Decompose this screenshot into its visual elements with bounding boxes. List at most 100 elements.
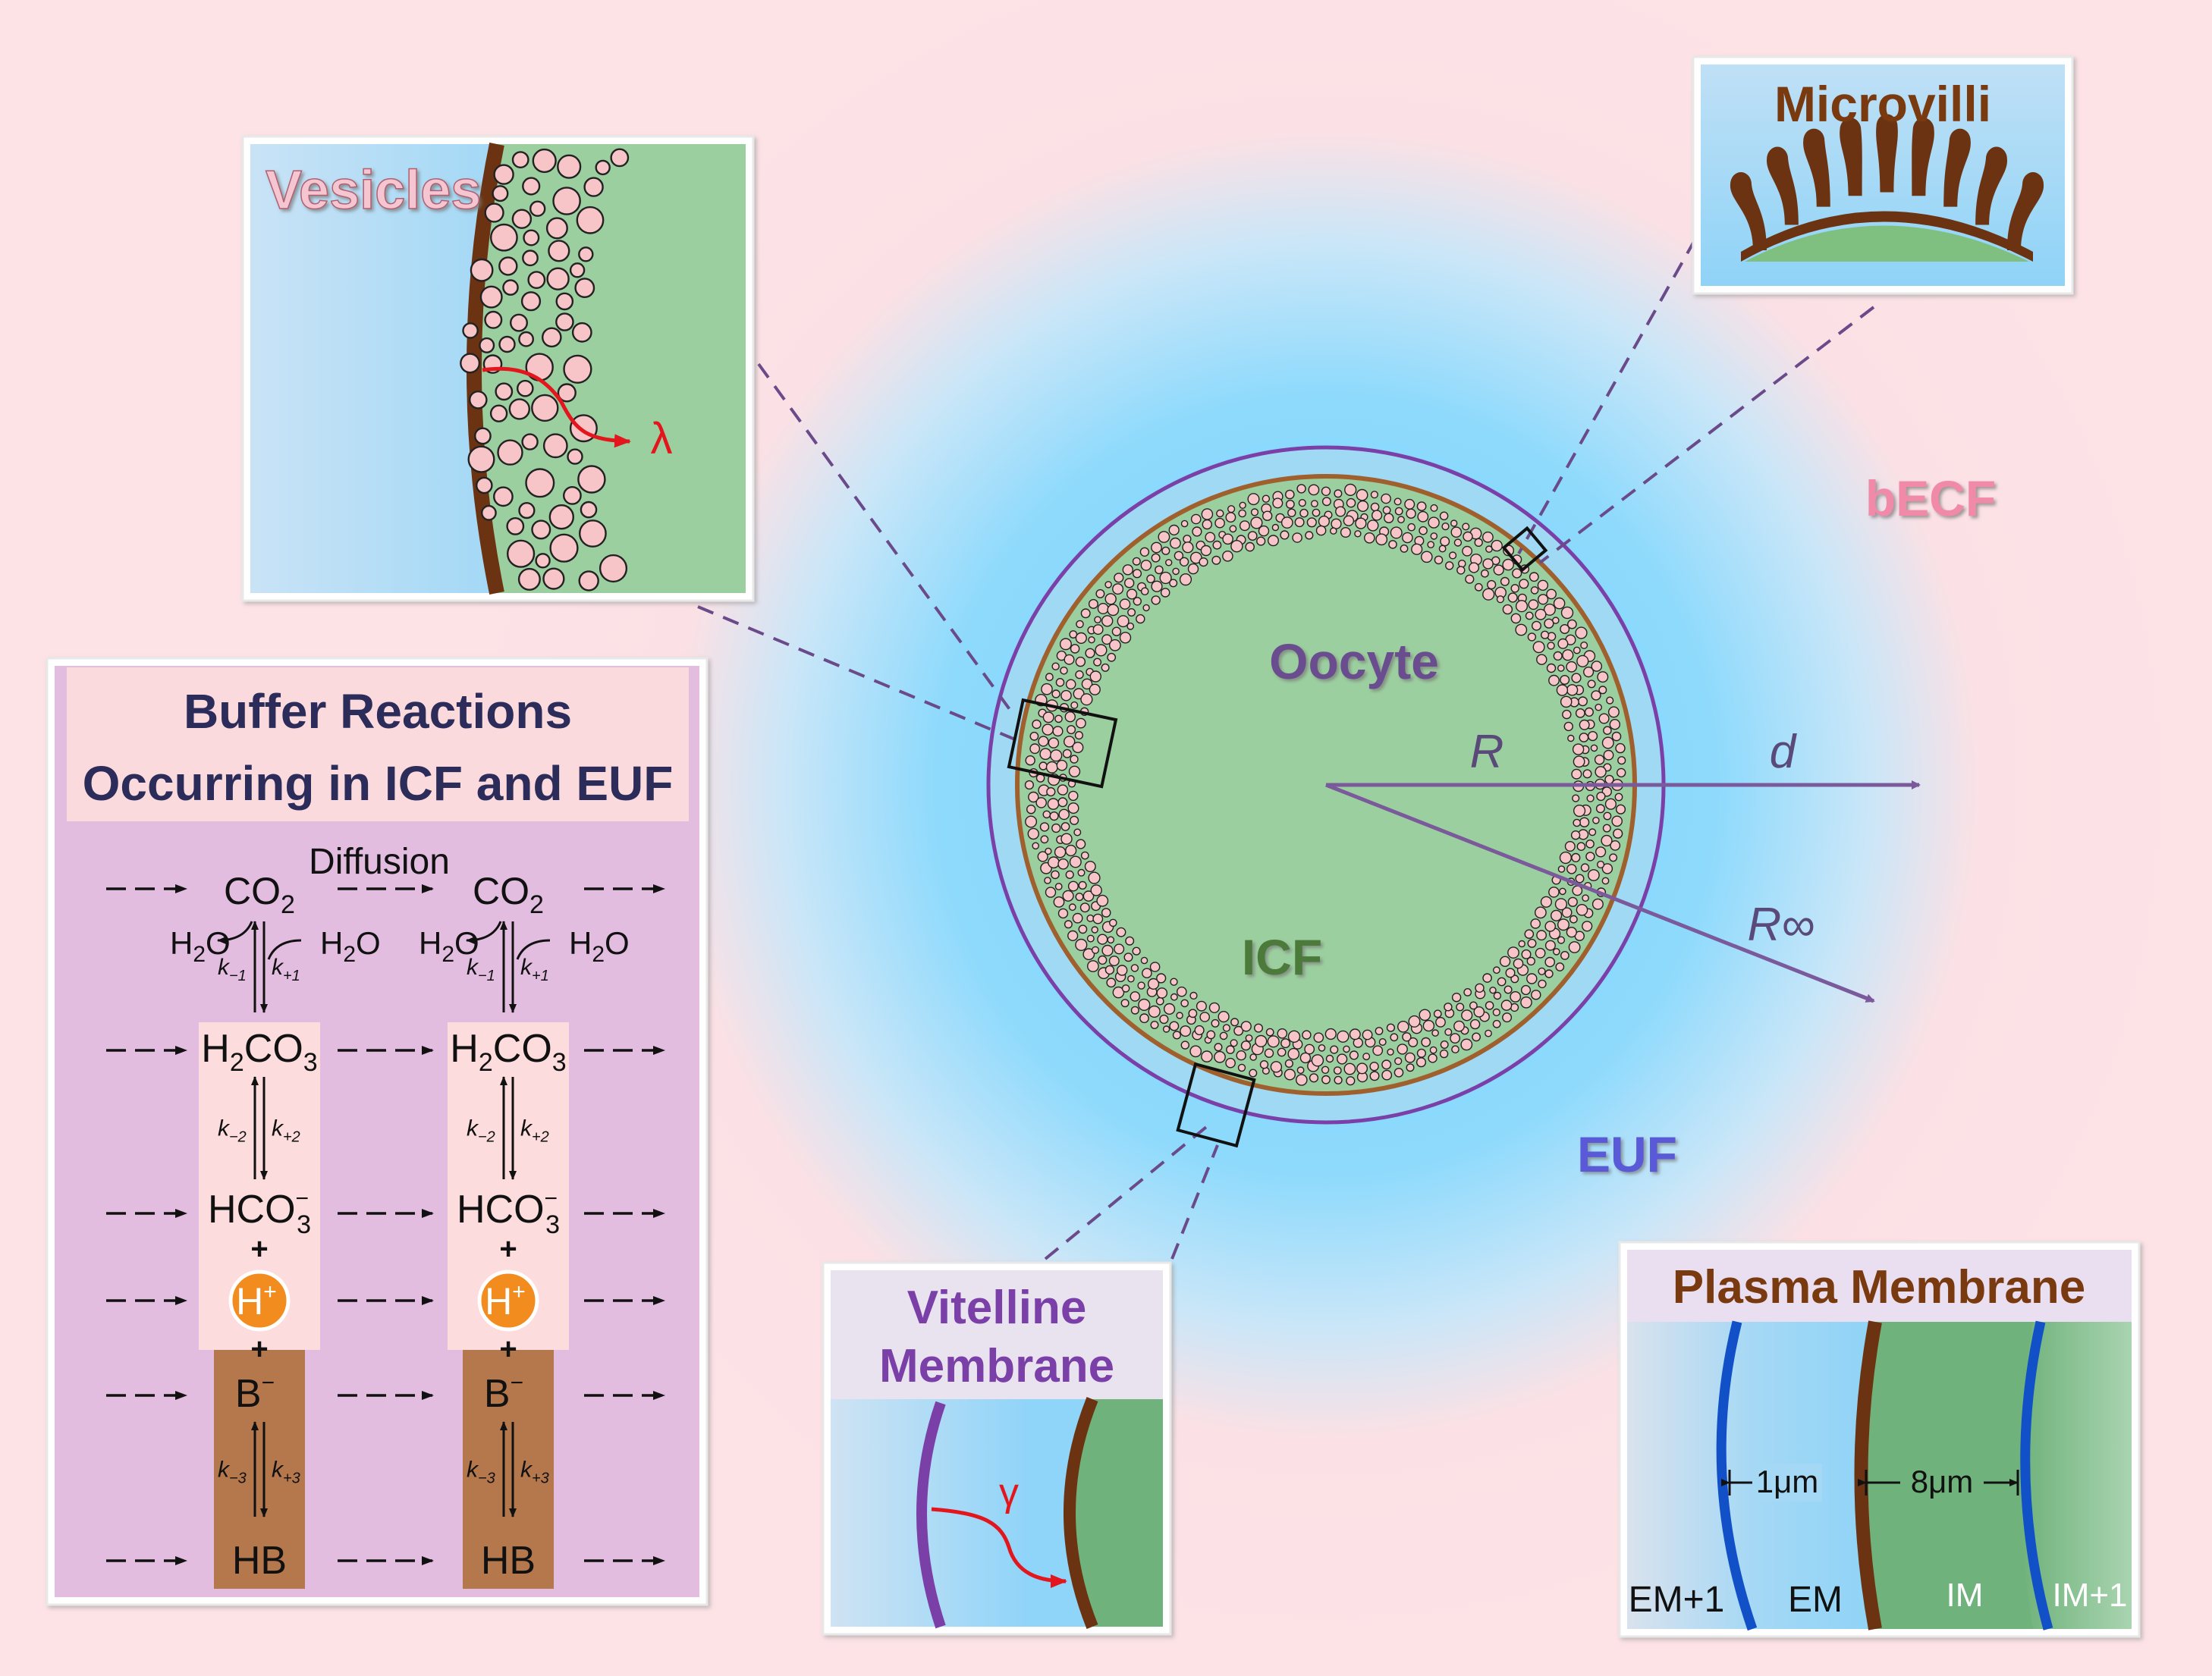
vesicle	[1502, 558, 1514, 571]
leader-lines	[697, 238, 1875, 1260]
vesicle	[1566, 619, 1577, 629]
vesicle	[1072, 912, 1083, 924]
vesicle	[1597, 860, 1605, 869]
vesicle	[1058, 808, 1070, 821]
vesicle	[1485, 545, 1493, 553]
vesicle	[470, 258, 494, 282]
vesicle	[1371, 510, 1383, 521]
vesicle	[1461, 1009, 1473, 1022]
vesicle	[577, 465, 606, 494]
vesicle	[1462, 523, 1470, 531]
vesicle	[1507, 946, 1519, 959]
vesicle	[1080, 608, 1091, 619]
vesicle	[1400, 545, 1409, 553]
plus-sign: +	[499, 1232, 517, 1266]
vesicle	[1560, 624, 1570, 635]
plus-sign: +	[499, 1332, 517, 1366]
vesicle	[1610, 840, 1621, 851]
vesicle	[1069, 815, 1079, 825]
vesicle	[1051, 823, 1061, 833]
vesicle	[1233, 1025, 1244, 1036]
vesicle	[1080, 693, 1093, 706]
vesicle	[1590, 744, 1598, 752]
vesicle	[1513, 958, 1524, 969]
vesicle	[1064, 711, 1076, 723]
vesicle	[1068, 790, 1079, 802]
vesicle	[1087, 960, 1099, 972]
vesicle	[1104, 965, 1115, 975]
vesicle	[1108, 956, 1120, 967]
vesicle	[1575, 708, 1585, 718]
vesicle	[1557, 936, 1566, 944]
vesicle	[1560, 606, 1574, 620]
vesicle	[1296, 1074, 1308, 1086]
vesicle	[1502, 604, 1513, 615]
vesicle	[1101, 908, 1111, 918]
vesicle	[576, 206, 605, 234]
vesicle	[1119, 632, 1132, 644]
vesicle	[1431, 1029, 1439, 1037]
vesicle	[1075, 938, 1088, 952]
vesicle	[1553, 651, 1563, 661]
vesicle	[1571, 852, 1581, 863]
vesicle	[1211, 555, 1221, 565]
vesicle	[1343, 515, 1355, 526]
buffer-diffusion-arrows	[106, 884, 665, 1565]
vesicle	[1543, 603, 1556, 616]
vesicle	[595, 159, 611, 176]
vesicle	[1082, 948, 1095, 961]
vesicle	[1038, 761, 1048, 771]
vesicle	[1151, 541, 1162, 554]
vesicle	[1349, 1050, 1359, 1060]
vesicle	[1481, 569, 1489, 578]
vesicle	[557, 154, 582, 179]
vesicle	[1496, 595, 1505, 604]
vesicle	[1172, 567, 1180, 576]
vesicle	[1493, 991, 1502, 1000]
vesicle	[474, 427, 492, 445]
vesicle	[1576, 654, 1589, 667]
vesicle	[1086, 934, 1095, 943]
vesicle	[563, 354, 592, 384]
vesicle	[1091, 946, 1100, 954]
vesicle	[1048, 856, 1060, 869]
vesicle	[1214, 517, 1225, 529]
vesicle	[1253, 1023, 1263, 1033]
vesicle	[522, 177, 541, 196]
vesicle	[1571, 768, 1582, 780]
vesicle	[1076, 839, 1086, 849]
vesicle	[1616, 767, 1626, 778]
vesicle	[1088, 871, 1101, 884]
vesicle	[1468, 562, 1480, 573]
vesicle	[1469, 1018, 1481, 1030]
vesicle	[1163, 1003, 1176, 1015]
gamma-path	[931, 1507, 1067, 1588]
vesicle	[1456, 566, 1466, 575]
vesicle	[1340, 527, 1351, 538]
vesicle	[1611, 815, 1623, 827]
vesicle	[1211, 1018, 1220, 1028]
vesicle	[1527, 938, 1537, 948]
plasma-em-boundary	[1716, 1320, 1758, 1631]
vesicle	[1065, 870, 1074, 880]
vesicle	[1588, 828, 1597, 836]
vesicle	[1239, 520, 1250, 532]
vesicle	[1094, 616, 1101, 624]
vesicle	[1172, 1031, 1182, 1040]
vesicle	[1222, 533, 1233, 545]
vesicle	[1098, 955, 1108, 965]
vesicle	[1038, 736, 1049, 747]
oocyte-label: Oocyte	[1269, 633, 1439, 689]
vesicle	[1573, 804, 1586, 818]
vesicle	[1032, 842, 1039, 850]
vesicle	[1032, 719, 1042, 730]
vesicle	[1093, 658, 1102, 667]
vesicle	[1582, 921, 1593, 932]
vesicle	[1567, 896, 1578, 907]
vesicle	[1397, 516, 1405, 524]
vesicle	[1056, 759, 1068, 771]
vesicle	[1042, 723, 1054, 736]
vesicle	[1324, 1028, 1337, 1040]
vesicle	[529, 200, 546, 217]
vesicle	[1245, 541, 1255, 552]
